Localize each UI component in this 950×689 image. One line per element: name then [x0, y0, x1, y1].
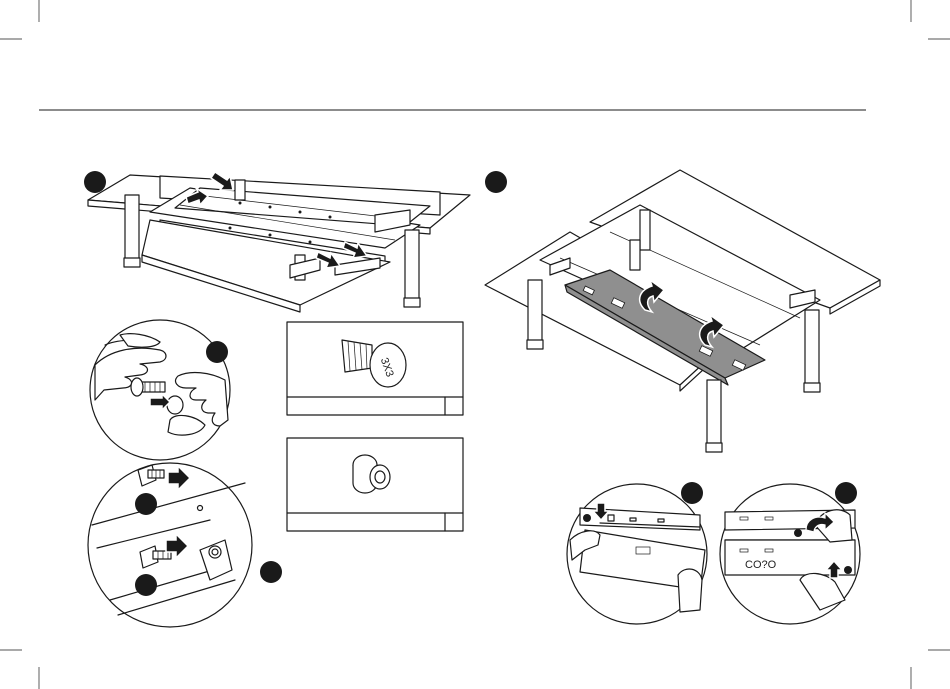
detail-d-marker	[681, 482, 703, 504]
part-tag-text: CO?O	[745, 559, 777, 571]
detail-tray-latch-left	[567, 484, 707, 624]
detail-tray-latch-right: CO?O	[720, 484, 860, 624]
step-1-desk-illustration	[88, 172, 470, 312]
step-1-marker	[84, 171, 106, 193]
detail-e-small-marker-1	[794, 529, 802, 537]
detail-a-marker	[206, 341, 228, 363]
step-2-marker	[485, 171, 507, 193]
step-2-desk-illustration	[485, 170, 880, 452]
detail-hands-insert-bolt	[90, 320, 230, 460]
detail-b-marker-1	[135, 493, 157, 515]
detail-d-small-marker	[583, 514, 591, 522]
detail-bolts-into-frame	[88, 463, 252, 627]
part-box-bolt: 3X3	[287, 322, 463, 415]
detail-e-small-marker-2	[844, 566, 852, 574]
part-box-spacer	[287, 438, 463, 531]
detail-b-marker-2	[135, 574, 157, 596]
detail-c-marker	[260, 561, 282, 583]
detail-e-marker	[835, 482, 857, 504]
